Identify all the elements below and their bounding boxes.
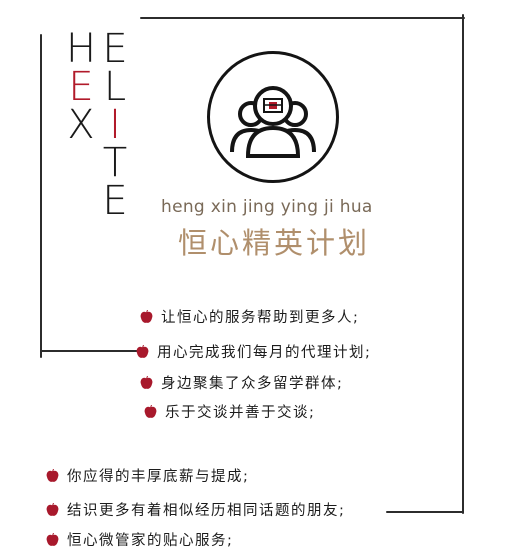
list-item-text: 身边聚集了众多留学群体; — [161, 376, 344, 392]
brand-letter: E — [68, 64, 94, 110]
pinyin-subtitle: heng xin jing ying ji hua — [161, 197, 373, 217]
list-item: 结识更多有着相似经历相同话题的朋友; — [46, 499, 345, 520]
list-item: 身边聚集了众多留学群体; — [140, 372, 343, 393]
frame-top-line — [140, 17, 465, 19]
program-title: 恒心精英计划 — [178, 226, 371, 260]
brand-letter: L — [103, 64, 127, 110]
brand-letter: X — [67, 102, 95, 148]
frame-left-bottom-line — [40, 350, 140, 352]
frame-left-line — [40, 34, 42, 358]
list-item: 让恒心的服务帮助到更多人; — [140, 306, 359, 327]
people-group-icon — [230, 86, 316, 158]
list-item: 用心完成我们每月的代理计划; — [136, 341, 371, 362]
brand-letters-column-2: E L I T E — [98, 26, 132, 224]
brand-letter: I — [109, 102, 121, 148]
frame-right-line — [462, 14, 464, 514]
brand-letter: E — [102, 178, 128, 224]
list-item-text: 用心完成我们每月的代理计划; — [157, 345, 372, 361]
list-item-text: 你应得的丰厚底薪与提成; — [67, 469, 250, 485]
apple-bullet-icon — [136, 344, 149, 358]
list-item: 恒心微管家的贴心服务; — [46, 529, 233, 550]
list-item: 乐于交谈并善于交谈; — [144, 401, 315, 422]
list-item: 你应得的丰厚底薪与提成; — [46, 465, 249, 486]
list-item-text: 乐于交谈并善于交谈; — [165, 405, 316, 421]
brand-letter: E — [102, 26, 128, 72]
brand-letters-column-1: H E X — [64, 26, 98, 148]
list-item-text: 结识更多有着相似经历相同话题的朋友; — [67, 503, 346, 519]
apple-bullet-icon — [144, 404, 157, 418]
apple-bullet-icon — [140, 375, 153, 389]
brand-letter: T — [102, 140, 128, 186]
apple-bullet-icon — [46, 502, 59, 516]
frame-bottom-line — [386, 511, 464, 513]
list-item-text: 恒心微管家的贴心服务; — [67, 533, 234, 549]
logo-circle — [207, 51, 339, 183]
list-item-text: 让恒心的服务帮助到更多人; — [161, 310, 360, 326]
brand-letter: H — [65, 26, 97, 72]
apple-bullet-icon — [46, 532, 59, 546]
apple-bullet-icon — [46, 468, 59, 482]
apple-bullet-icon — [140, 309, 153, 323]
